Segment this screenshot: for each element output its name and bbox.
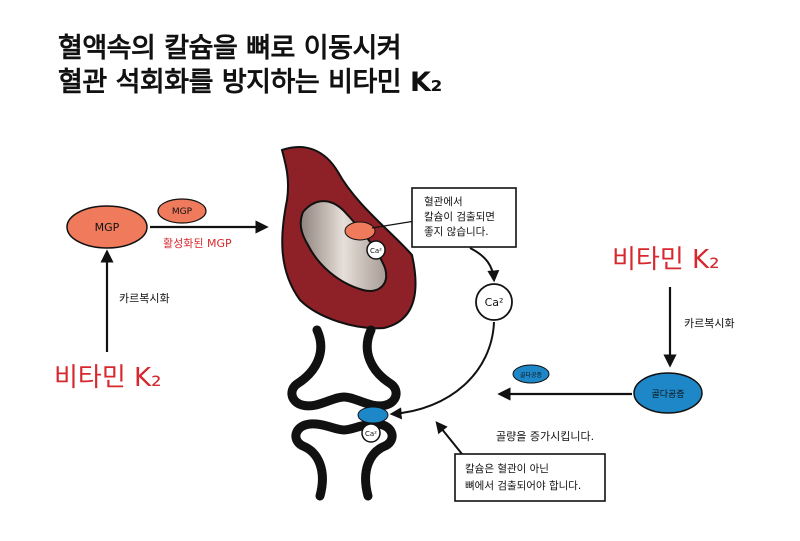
bone-callout-line-2: 뼈에서 검출되어야 합니다.	[465, 479, 581, 492]
osteocalcin-ellipse	[633, 372, 703, 414]
title-line-1: 혈액속의 칼슘을 뼈로 이동시켜	[58, 33, 402, 64]
artery-plaque	[299, 200, 388, 292]
title: 혈액속의 칼슘을 뼈로 이동시켜 혈관 석회화를 방지하는 비타민 K₂	[58, 32, 442, 100]
artery-mgp-ellipse	[344, 221, 376, 241]
artery-callout-line-3: 좋지 않습니다.	[424, 226, 489, 238]
right-carboxylation-label: 카르복시화	[684, 317, 735, 330]
artery-callout-box	[411, 187, 517, 248]
bone-osteocalcin-ellipse	[357, 406, 389, 424]
free-calcium-label: Ca²	[485, 296, 504, 309]
left-vitamin-k2-label: 비타민 K₂	[54, 363, 162, 393]
title-line-2: 혈관 석회화를 방지하는 비타민 K₂	[58, 67, 442, 98]
mgp-label: MGP	[95, 221, 120, 234]
artery-callout-line-2: 칼슘이 검출되면	[424, 210, 495, 223]
artery-callout-pointer	[371, 220, 416, 229]
bone-increase-label: 골량을 증가시킵니다.	[496, 430, 594, 443]
callout-to-calcium-arrow	[469, 247, 500, 283]
osteocalcin-small-label: 골다공증	[520, 371, 543, 379]
artery-calcium-label: Ca²	[370, 247, 382, 255]
mgp-small-ellipse	[157, 198, 207, 224]
bone-calcium-circle	[361, 423, 381, 443]
bone-callout-line-1: 칼슘은 혈관이 아닌	[465, 462, 549, 475]
free-calcium-circle	[475, 283, 513, 321]
left-carboxylation-label: 카르복시화	[119, 292, 170, 305]
bone-callout-pointer	[435, 421, 463, 455]
knee-joint	[287, 325, 401, 501]
right-vitamin-k2-label: 비타민 K₂	[612, 245, 720, 275]
bone-calcium-label: Ca²	[365, 430, 377, 438]
artery-calcium-circle	[366, 240, 386, 260]
mgp-ellipse	[66, 205, 148, 249]
bone-callout-box	[454, 453, 606, 502]
osteocalcin-label: 골다공증	[651, 389, 684, 400]
mgp-small-label: MGP	[172, 207, 193, 217]
calcium-to-bone-arrow	[389, 321, 495, 420]
activated-mgp-label: 활성화된 MGP	[163, 236, 232, 250]
osteocalcin-small-ellipse	[512, 364, 550, 384]
artery-callout-line-1: 혈관에서	[424, 195, 463, 208]
